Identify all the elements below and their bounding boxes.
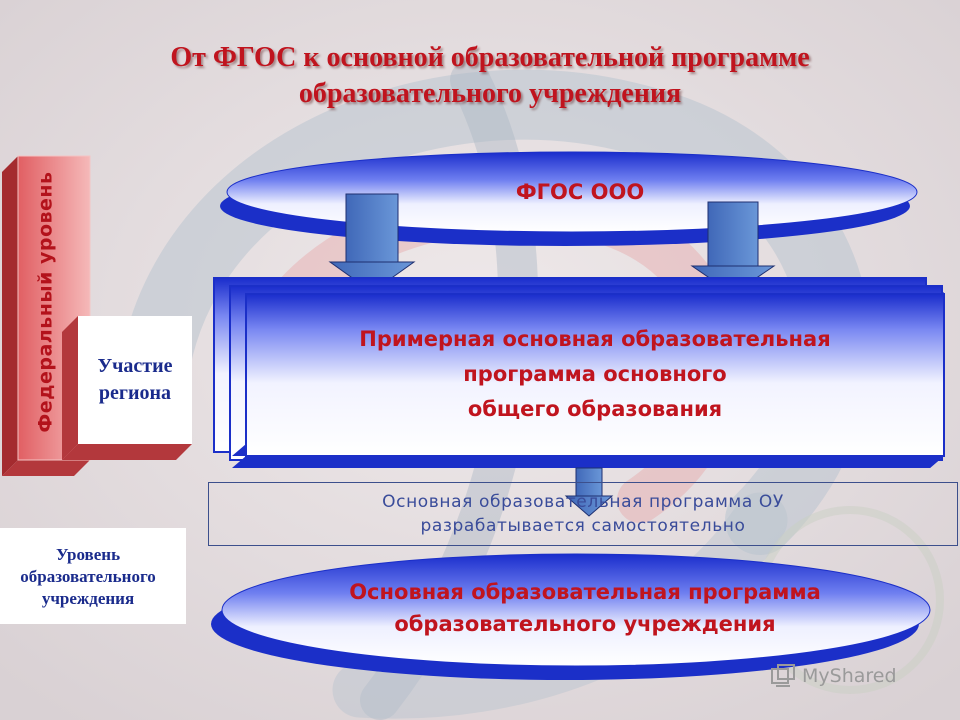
poop-block-stack	[213, 277, 945, 468]
institution-level-block	[0, 528, 186, 624]
arrow-down-center	[564, 467, 614, 517]
note-text: Основная образовательная программа ОУ ра…	[382, 492, 784, 536]
title-line-2: образовательного учреждения	[298, 78, 682, 109]
watermark-text: MyShared	[802, 665, 897, 687]
arrow-right	[690, 201, 776, 295]
oop-oval	[211, 553, 931, 680]
federal-level-text: Федеральный уровень	[35, 171, 58, 433]
note-box	[208, 482, 958, 546]
myshared-logo-icon	[771, 664, 795, 687]
federal-level-label: Федеральный уровень	[18, 156, 74, 448]
watermark: MyShared	[770, 660, 940, 692]
institution-level-label: Уровень образовательного учреждения	[20, 545, 156, 608]
page-title: От ФГОС к основной образовательной прогр…	[0, 40, 960, 112]
region-participation-label: Участие региона	[97, 355, 173, 404]
region-block	[62, 316, 192, 460]
fgos-label: ФГОС ООО	[515, 180, 645, 204]
poop-label: Примерная основная образовательная прогр…	[359, 326, 831, 421]
title-line-1: От ФГОС к основной образовательной прогр…	[170, 42, 810, 73]
oop-label: Основная образовательная программа образ…	[349, 580, 821, 636]
